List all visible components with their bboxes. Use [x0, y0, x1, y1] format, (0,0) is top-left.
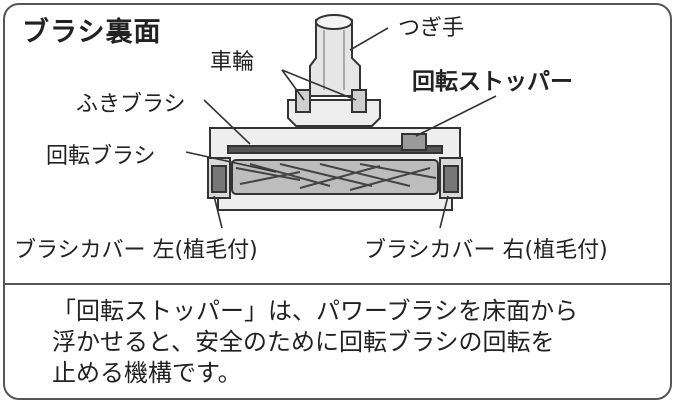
- label-rotation-stopper: 回転ストッパー: [412, 69, 573, 95]
- label-joint: つぎ手: [398, 16, 465, 41]
- explanation-note: 「回転ストッパー」は、パワーブラシを床面から 浮かせると、安全のために回転ブラシ…: [52, 296, 652, 389]
- nozzle-body: [207, 14, 463, 211]
- section-divider: [3, 283, 672, 285]
- leader-lines: [185, 27, 497, 229]
- label-wheels: 車輪: [210, 50, 255, 75]
- note-line-3: 止める機構です。: [52, 359, 242, 387]
- note-line-1: 「回転ストッパー」は、パワーブラシを床面から: [52, 297, 579, 325]
- label-wiping-brush: ふきブラシ: [76, 92, 186, 117]
- label-cover-right: ブラシカバー 右(植毛付): [364, 238, 608, 263]
- note-line-2: 浮かせると、安全のために回転ブラシの回転を: [52, 328, 555, 356]
- label-cover-left: ブラシカバー 左(植毛付): [14, 238, 258, 263]
- label-rotating-brush: 回転ブラシ: [46, 144, 156, 169]
- diagram-panel: [3, 3, 672, 400]
- diagram-title: ブラシ裏面: [22, 17, 162, 48]
